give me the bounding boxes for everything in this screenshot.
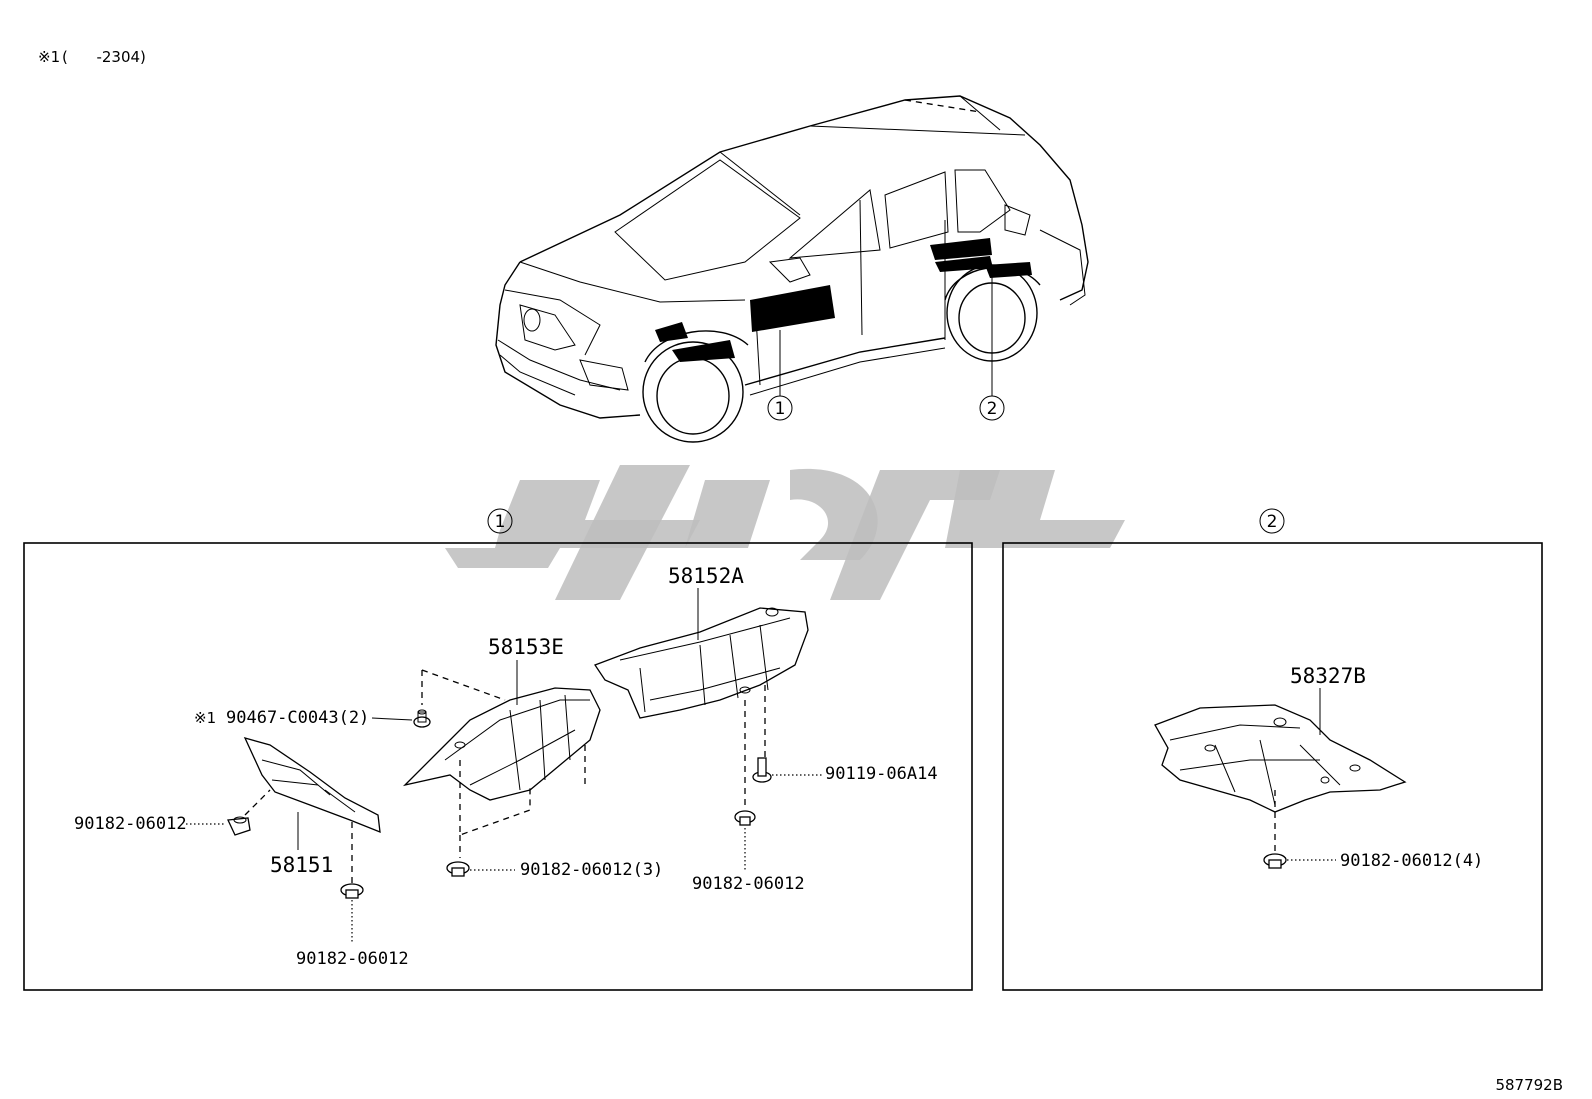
clip-90467 [413,709,431,728]
bolt-90119 [752,757,772,783]
label-bolt: 90119-06A14 [825,764,938,784]
callout-2: 2 [979,395,1005,421]
label-58151: 58151 [270,853,333,877]
nut-center [446,861,470,877]
nut-bottom [340,883,364,899]
label-58327B: 58327B [1290,664,1366,688]
vehicle-illustration [495,95,1089,443]
nut-panel2 [1263,853,1287,869]
part-58152A [594,607,809,719]
panel-1: 1 58152A 58153E [23,508,973,991]
diagram-id: 587792B [1495,1076,1563,1094]
note-marker: ※1 [38,48,60,66]
nut-left [227,816,251,836]
callout-1: 1 [767,395,793,421]
watermark-logo [445,465,1125,600]
part-58151 [243,736,381,834]
nut-right [734,810,756,826]
panel-1-label: 1 [495,512,506,532]
label-nut-right: 90182-06012 [692,874,805,894]
applicability-note: ※1 ( -2304) [38,48,146,66]
label-58153E: 58153E [488,635,564,659]
svg-text:1: 1 [775,399,786,419]
panel-2-label: 2 [1267,512,1278,532]
label-nut-bottom: 90182-06012 [296,949,409,969]
label-58152A: 58152A [668,564,744,588]
label-clip: 90467-C0043(2) [226,708,369,728]
part-58327B [1154,704,1407,813]
clip-marker: ※1 [194,709,216,727]
note-range: ( -2304) [62,48,146,66]
part-58153E [402,687,601,801]
label-nut-panel2: 90182-06012(4) [1340,851,1483,871]
label-nut-left: 90182-06012 [74,814,187,834]
svg-text:2: 2 [987,399,998,419]
label-nut-center: 90182-06012(3) [520,860,663,880]
panel-2: 2 58327B 90182-06012(4) [1002,508,1543,991]
